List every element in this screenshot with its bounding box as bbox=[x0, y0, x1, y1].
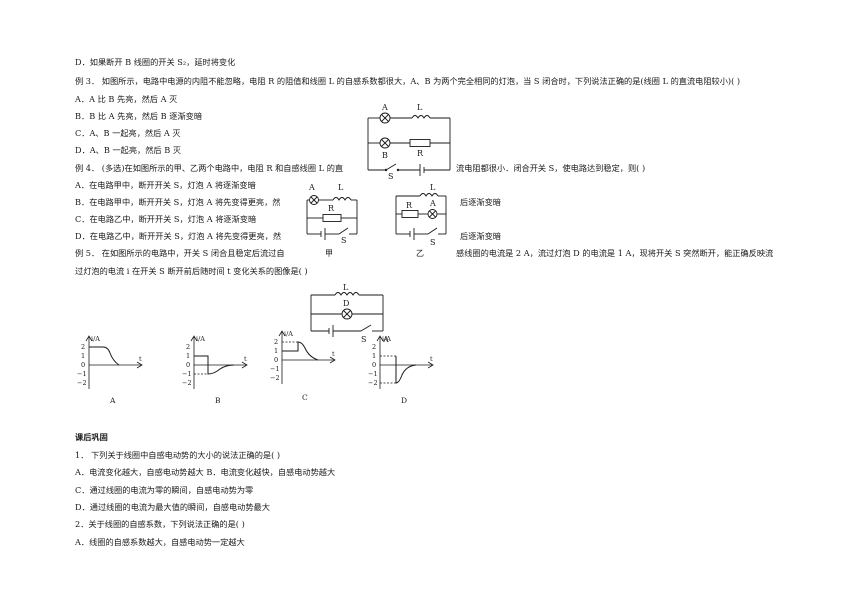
example-3-circuit: A L B R S bbox=[367, 103, 451, 180]
x-axis-label: t bbox=[332, 350, 335, 358]
label-L: L bbox=[417, 103, 423, 112]
ex4-option-a: A．在电路甲中，断开开关 S，灯泡 A 将逐渐变暗 bbox=[75, 180, 256, 190]
label-R: R bbox=[406, 201, 413, 210]
graph-c-caption: C bbox=[302, 393, 308, 402]
tick-m1: −1 bbox=[270, 365, 280, 373]
review-q1-option-ab: A．电流变化越大，自感电动势越大 B．电流变化越快，自感电动势越大 bbox=[75, 467, 336, 477]
example-5-question-b: 感线圈的电流是 2 A，流过灯泡 D 的电流是 1 A，现将开关 S 突然断开，… bbox=[456, 248, 774, 258]
ex3-option-c: C．A、B 一起亮，然后 A 灭 bbox=[75, 128, 181, 138]
label-A: A bbox=[382, 335, 389, 343]
review-q2-option-a: A．线圈的自感系数越大，自感电动势一定越大 bbox=[75, 537, 245, 547]
tick-2: 2 bbox=[372, 343, 376, 351]
review-q1-option-c: C．通过线圈的电流为零的瞬间，自感电动势为零 bbox=[75, 485, 254, 495]
y-axis-label: i/A bbox=[284, 330, 293, 338]
y-axis-label: i/A bbox=[382, 335, 391, 343]
ex4-option-d-cont: 后逐渐变暗 bbox=[460, 231, 501, 241]
label-A: A bbox=[308, 183, 315, 192]
y-axis-label: i/A bbox=[196, 335, 205, 343]
ex3-option-b: B．B 比 A 先亮，然后 B 逐渐变暗 bbox=[75, 111, 203, 121]
label-R: R bbox=[417, 149, 424, 158]
example-3-question: 例 3． 如图所示，电路中电源的内阻不能忽略，电阻 R 的阻值和线圈 L 的自感… bbox=[75, 76, 741, 86]
graph-d: i/A 2 1 0 −1 −2 t bbox=[368, 335, 434, 389]
tick-2: 2 bbox=[186, 343, 190, 351]
label-S: S bbox=[388, 172, 393, 180]
label-L: L bbox=[343, 283, 349, 292]
tick-0: 0 bbox=[186, 361, 190, 369]
tick-2: 2 bbox=[274, 338, 278, 346]
option-d-ex2: D．如果断开 B 线圈的开关 S₂，延时将变化 bbox=[75, 57, 236, 67]
label-A: A bbox=[429, 199, 436, 208]
label-R: R bbox=[328, 204, 335, 213]
example-5-question-c: 过灯泡的电流 i 在开关 S 断开前后随时间 t 变化关系的图像是( ) bbox=[75, 266, 308, 276]
ex4-option-b: B．在电路甲中，断开开关 S，灯泡 A 将先变得更亮，然 bbox=[75, 197, 281, 207]
ex4-option-d: D．在电路乙中，断开开关 S，灯泡 A 将先变得更亮，然 bbox=[75, 231, 282, 241]
tick-1: 1 bbox=[186, 352, 190, 360]
example-5-circuit: L D S A bbox=[310, 283, 389, 343]
tick-m2: −2 bbox=[368, 379, 378, 387]
graph-a: i/A 2 1 0 −1 −2 t bbox=[77, 335, 143, 389]
review-q1: 1． 下列关于线圈中自感电动势的大小的说法正确的是( ) bbox=[75, 450, 281, 460]
graph-d-caption: D bbox=[401, 396, 408, 405]
tick-m1: −1 bbox=[182, 370, 192, 378]
ex4-option-c: C．在电路乙中，断开开关 S，灯泡 A 将逐渐变暗 bbox=[75, 214, 257, 224]
tick-0: 0 bbox=[81, 361, 85, 369]
label-A: A bbox=[381, 103, 388, 112]
label-S: S bbox=[361, 335, 366, 343]
x-axis-label: t bbox=[244, 355, 247, 363]
label-S: S bbox=[341, 236, 346, 245]
tick-1: 1 bbox=[274, 347, 278, 355]
tick-1: 1 bbox=[81, 352, 85, 360]
graph-b-caption: B bbox=[215, 396, 221, 405]
review-q2: 2．关于线圈的自感系数，下列说法正确的是( ) bbox=[75, 519, 245, 529]
ex3-option-a: A．A 比 B 先亮，然后 A 灭 bbox=[75, 94, 178, 104]
example-4-circuit-jia: A L R S 甲 bbox=[306, 183, 358, 258]
example-4-question-a: 例 4． (多选)在如图所示的甲、乙两个电路中，电阻 R 和自感线圈 L 的直 bbox=[75, 163, 344, 173]
tick-m2: −2 bbox=[182, 379, 192, 387]
graph-c: i/A 2 1 0 −1 −2 t bbox=[270, 330, 336, 384]
ex3-option-d: D．A、B 一起亮，然后 B 灭 bbox=[75, 145, 182, 155]
tick-0: 0 bbox=[274, 356, 278, 364]
x-axis-label: t bbox=[139, 355, 142, 363]
review-q1-option-d: D．通过线圈的电流为最大值的瞬间，自感电动势最大 bbox=[75, 502, 270, 512]
section-title-review: 课后巩固 bbox=[75, 432, 108, 442]
label-L: L bbox=[430, 184, 436, 192]
tick-2: 2 bbox=[81, 343, 85, 351]
tick-m1: −1 bbox=[368, 370, 378, 378]
label-yi: 乙 bbox=[416, 249, 424, 258]
graph-b: i/A 2 1 0 −1 −2 t bbox=[182, 335, 248, 389]
ex4-option-b-cont: 后逐渐变暗 bbox=[460, 197, 501, 207]
tick-m2: −2 bbox=[77, 379, 87, 387]
tick-m1: −1 bbox=[77, 370, 87, 378]
label-L: L bbox=[338, 183, 344, 192]
tick-0: 0 bbox=[372, 361, 376, 369]
label-B: B bbox=[382, 151, 388, 160]
tick-1: 1 bbox=[372, 352, 376, 360]
example-4-question-b: 流电阻都很小．闭合开关 S，使电路达到稳定，则( ) bbox=[456, 163, 646, 173]
label-D: D bbox=[343, 299, 349, 308]
example-5-question-a: 例 5． 在如图所示的电路中，开关 S 闭合且稳定后流过自 bbox=[75, 248, 285, 258]
tick-m2: −2 bbox=[270, 374, 280, 382]
graph-a-caption: A bbox=[110, 396, 116, 405]
label-S: S bbox=[430, 238, 435, 247]
label-jia: 甲 bbox=[325, 249, 333, 258]
example-4-circuit-yi: R A L S 乙 bbox=[395, 184, 447, 258]
y-axis-label: i/A bbox=[91, 335, 100, 343]
x-axis-label: t bbox=[430, 355, 433, 363]
